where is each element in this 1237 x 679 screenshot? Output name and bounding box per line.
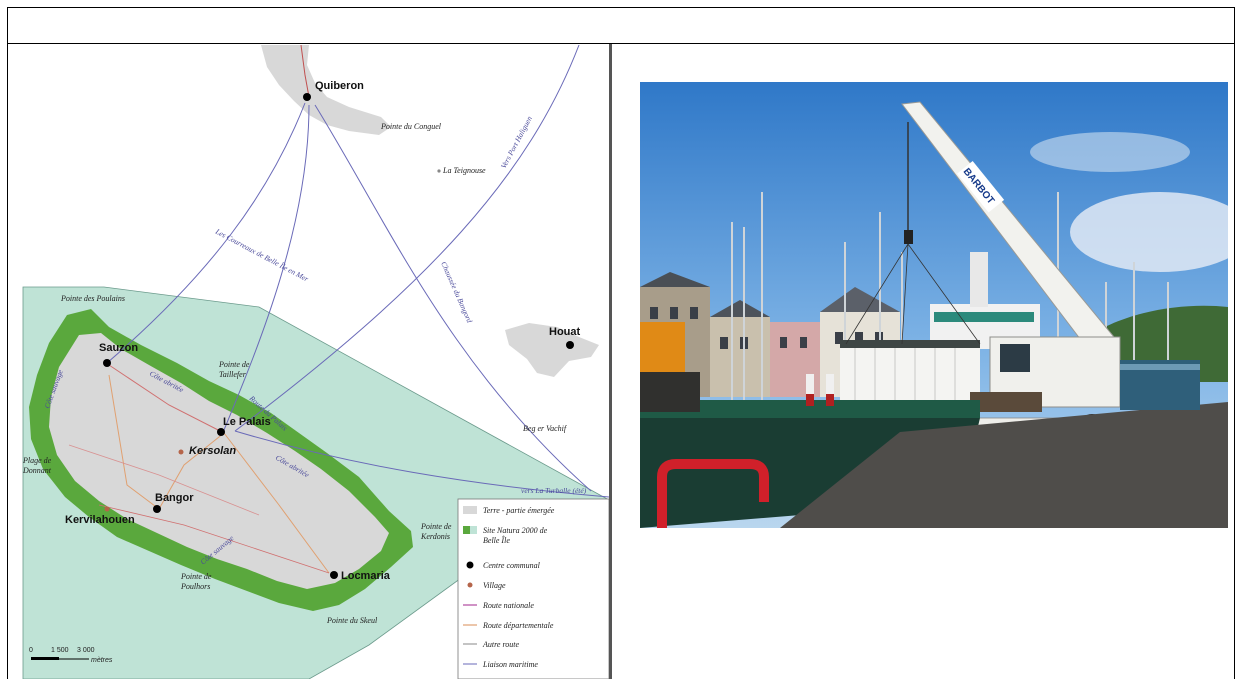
town-label: Le Palais [223,416,271,428]
belle-ile-land [49,333,389,589]
quiberon-land [261,45,391,135]
houat-land [505,323,599,377]
svg-text:mètres: mètres [91,657,113,664]
town-dot [566,341,574,349]
place-label: La Teignouse [442,166,486,175]
map-legend: Terre - partie émergée Site Natura 2000 … [457,498,609,679]
town-label: Quiberon [315,80,364,92]
document-frame [7,7,1235,679]
legend-label: Village [483,581,506,590]
column-divider [609,44,612,679]
place-dot [437,169,441,173]
town-dot [330,571,338,579]
legend-label: Liaison maritime [482,660,538,669]
ferry-routes [106,45,609,498]
place-label: Pointe du Skeul [326,616,378,625]
village-label: Kervilahouen [65,514,135,526]
village-dot [178,449,184,455]
svg-text:3 000: 3 000 [77,647,95,654]
village-label: Kersolan [189,445,236,457]
legend-label: Route nationale [482,601,534,610]
place-label: Beg er Vachif [523,424,568,433]
table-header-row [7,7,1235,44]
scale-bar: 0 1 500 3 000 mètres [29,647,113,664]
ferry-route-label: vers La Turballe (été) [521,486,587,495]
quay-ground [780,402,1228,528]
legend-label: Route départementale [482,621,554,630]
town-dot [217,428,225,436]
legend-label: Centre communal [483,561,541,570]
town-label: Locmaria [341,570,391,582]
town-dot [153,505,161,513]
roads [68,364,330,574]
town-label: Sauzon [99,342,138,354]
harbor-crane-photo: BARBOT [640,82,1228,528]
container [840,344,980,404]
place-label: Pointe du Conguel [380,122,442,131]
legend-label: Autre route [482,640,520,649]
legend-label: Terre - partie émergée [483,506,555,515]
town-label: Bangor [155,492,194,504]
village-dot [104,506,110,512]
svg-text:0: 0 [29,647,33,654]
red-bollard [657,459,769,528]
svg-text:1 500: 1 500 [51,647,69,654]
place-label: Pointe des Poulains [60,294,125,303]
town-dot [303,93,311,101]
town-dot [103,359,111,367]
town-label: Houat [549,326,581,338]
belle-ile-map: Quiberon Houat Sauzon Le Palais Bangor L… [9,45,609,679]
